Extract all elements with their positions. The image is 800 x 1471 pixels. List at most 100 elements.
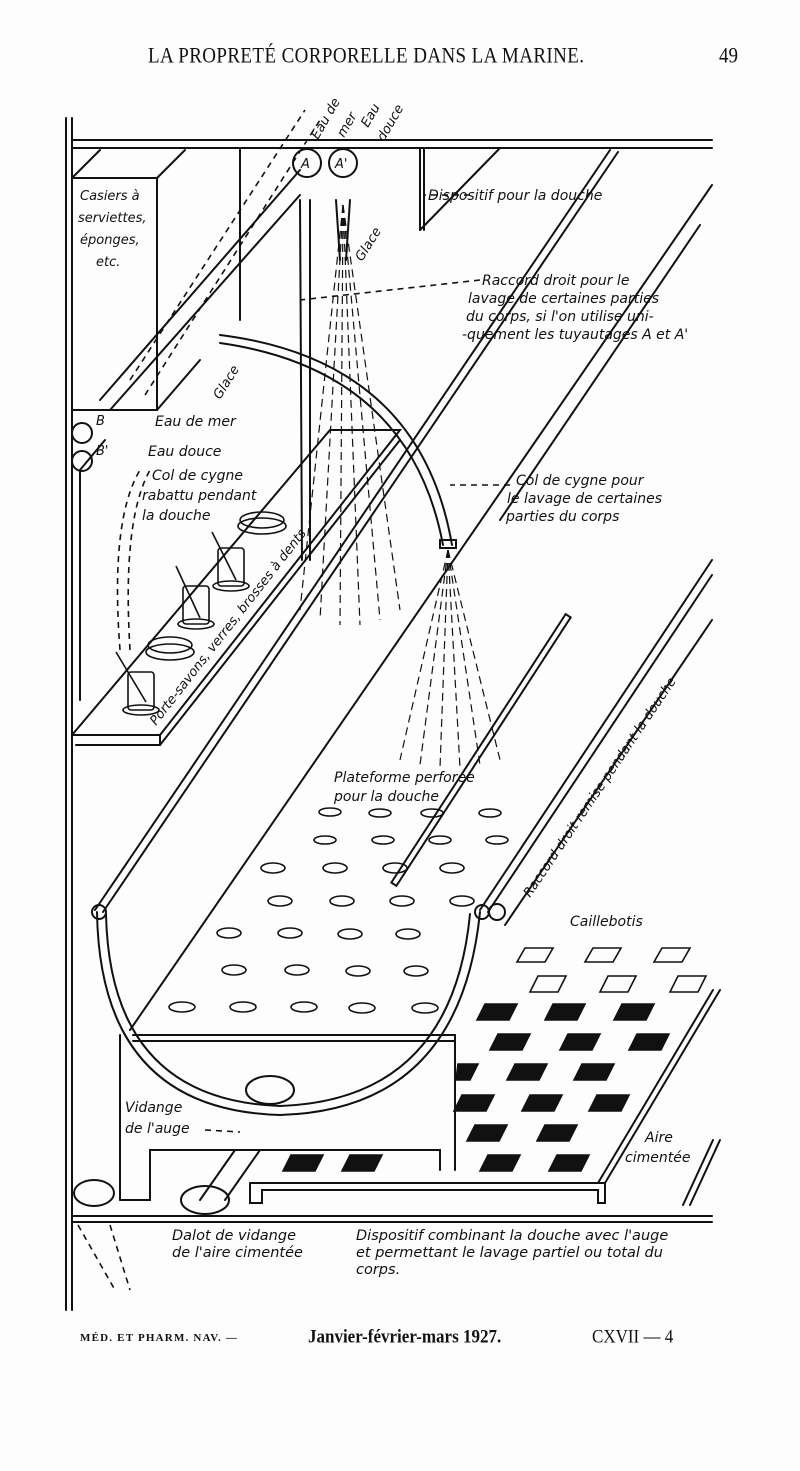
label-valve-b: B: [96, 414, 105, 429]
diagram-stroke: [543, 1003, 587, 1021]
diagram-stroke: [156, 149, 186, 179]
label-raccord-4: -quement les tuyautages A et A': [462, 327, 688, 343]
diagram-stroke: [299, 204, 344, 611]
diagram-stroke: [116, 469, 141, 651]
label-glace-upper: Glace: [353, 225, 385, 264]
label-eau-de-mer-top2: mer: [334, 109, 361, 140]
diagram-stroke: [204, 1129, 241, 1133]
label-caillebotis: Caillebotis: [570, 914, 643, 930]
diagram-stroke: [224, 1149, 261, 1201]
trough-rail-mid-1: [129, 184, 713, 1031]
diagram-stroke: [237, 517, 287, 535]
diagram-stroke: [277, 927, 303, 939]
cabinet-box: [71, 177, 158, 411]
floor-drain: [73, 1179, 115, 1207]
caption-dalot: Dalot de vidange de l'aire cimentée: [172, 1228, 303, 1262]
diagram-stroke: [199, 1149, 236, 1201]
label-raccord-2: lavage de certaines parties: [468, 291, 659, 307]
diagram-stroke: [147, 636, 193, 654]
caption-dalot-line2: de l'aire cimentée: [172, 1245, 303, 1261]
diagram-stroke: [348, 1002, 376, 1014]
diagram-stroke: [168, 1001, 196, 1013]
diagram-stroke: [144, 119, 321, 396]
diagram-stroke: [127, 469, 151, 651]
platform-holes: [168, 807, 509, 1014]
duckboard-slots: [281, 947, 708, 1172]
diagram-stroke: [411, 1002, 439, 1014]
trough-rail-left-1: [94, 149, 611, 911]
diagram-stroke: [389, 612, 573, 888]
diagram-stroke: [159, 439, 401, 746]
diagram-stroke: [371, 835, 395, 845]
diagram-stroke: [239, 511, 285, 529]
diagram-stroke: [598, 975, 638, 993]
label-aire-1: Aire: [644, 1130, 673, 1146]
diagram-stroke: [668, 975, 708, 993]
label-casiers-1: Casiers à: [80, 189, 140, 204]
diagram-stroke: [455, 1063, 480, 1081]
diagram-stroke: [299, 279, 481, 301]
label-plateforme-2: pour la douche: [333, 789, 439, 805]
page-number: 49: [719, 44, 738, 69]
label-raccord-remise: Raccord droit remise pendant la douche: [521, 675, 680, 900]
gooseneck-pipe: [219, 334, 453, 546]
label-raccord-3: du corps, si l'on utilise uni-: [466, 309, 654, 325]
trough-rail-left-2: [102, 151, 619, 913]
diagram-stroke: [478, 808, 502, 818]
diagram-stroke: [335, 199, 341, 261]
figure-caption-line2: et permettant le lavage partiel ou total…: [356, 1245, 663, 1261]
diagram-stroke: [290, 1001, 318, 1013]
diagram-stroke: [485, 835, 509, 845]
diagram-stroke: [284, 964, 310, 976]
diagram-stroke: [368, 808, 392, 818]
diagram-stroke: [428, 835, 452, 845]
diagram-stroke: [439, 539, 457, 549]
trough-pivot-left: [91, 904, 107, 920]
label-valve-a: A: [300, 157, 310, 172]
label-casiers-2: serviettes,: [78, 211, 147, 226]
diagram-stroke: [447, 549, 461, 769]
diagram-stroke: [447, 549, 501, 761]
diagram-stroke: [478, 1154, 522, 1172]
issue-date: Janvier-février-mars 1927.: [308, 1326, 502, 1347]
label-casiers-4: etc.: [96, 255, 120, 270]
diagram-stroke: [520, 1094, 564, 1112]
label-col-pour-2: le lavage de certaines: [507, 491, 662, 507]
diagram-stroke: [465, 1124, 509, 1142]
diagram-stroke: [281, 1003, 671, 1172]
diagram-stroke: [340, 1154, 384, 1172]
diagram-stroke: [219, 342, 444, 546]
diagram-stroke: [145, 643, 195, 661]
label-eau-douce: Eau douce: [148, 444, 221, 460]
diagram-stroke: [217, 547, 245, 587]
diagram-stroke: [109, 1224, 131, 1291]
diagram-stroke: [345, 965, 371, 977]
diagram-stroke: [382, 862, 408, 874]
diagram-stroke: [337, 928, 363, 940]
diagram-stroke: [515, 947, 555, 963]
diagram-stroke: [547, 1154, 591, 1172]
diagram-stroke: [612, 1003, 656, 1021]
diagram-stroke: [212, 580, 250, 592]
diagram-stroke: [583, 947, 623, 963]
diagram-stroke: [535, 1124, 579, 1142]
diagram-stroke: [399, 549, 449, 761]
diagram-stroke: [313, 835, 337, 845]
diagram-stroke: [105, 913, 471, 1108]
diagram-stroke: [156, 359, 201, 411]
diagram-stroke: [572, 1063, 616, 1081]
label-aire-2: cimentée: [625, 1150, 690, 1166]
running-head: LA PROPRETÉ CORPORELLE DANS LA MARINE. 4…: [148, 44, 738, 74]
label-glace-lower: Glace: [211, 363, 243, 402]
valve-a-prime-dial: [328, 148, 358, 178]
trough-rail-right-3: [504, 619, 713, 926]
diagram-stroke: [389, 895, 415, 907]
label-vidange-2: de l'auge: [125, 1121, 190, 1137]
label-col-pour-3: parties du corps: [505, 509, 619, 525]
diagram-stroke: [267, 895, 293, 907]
duckboard-frame: [249, 1182, 606, 1204]
diagram-stroke: [342, 204, 361, 626]
sheet-signature: CXVII — 4: [592, 1326, 674, 1347]
diagram-stroke: [587, 1094, 631, 1112]
diagram-stroke: [180, 1185, 230, 1215]
